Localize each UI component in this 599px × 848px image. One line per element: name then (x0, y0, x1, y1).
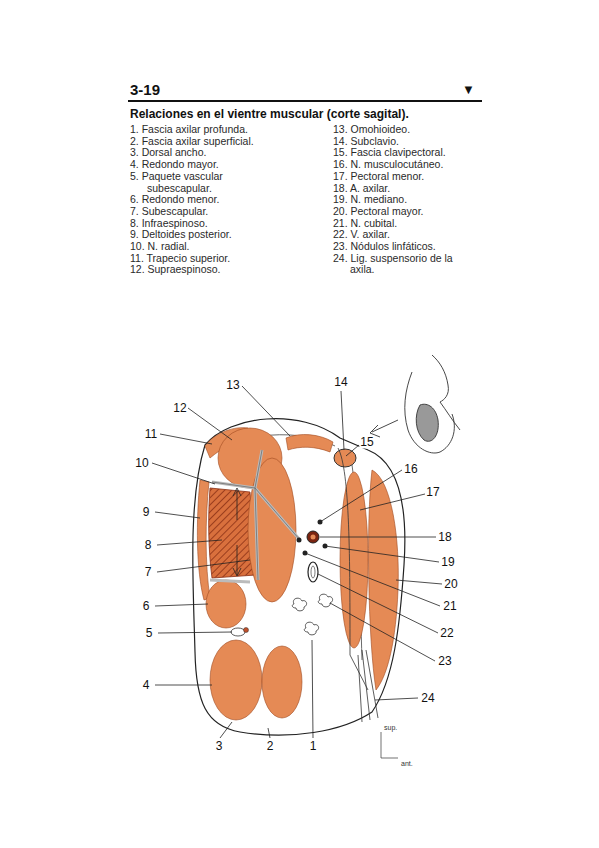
legend-entry: 22. V. axilar. (333, 229, 390, 241)
callout-number: 6 (142, 600, 151, 613)
callout-number: 18 (437, 531, 452, 544)
legend-entry: 12. Supraespinoso. (130, 264, 220, 276)
legend-entry: 11. Trapecio superior. (130, 253, 230, 265)
callout-number: 14 (333, 376, 348, 389)
callout-number: 19 (440, 556, 455, 569)
legend-entry: 10. N. radial. (130, 241, 190, 253)
callout-number: 24 (420, 692, 435, 705)
callout-number: 7 (144, 566, 153, 579)
callout-number: 10 (134, 457, 149, 470)
legend-entry: 20. Pectoral mayor. (333, 206, 423, 218)
legend-entry: 3. Dorsal ancho. (130, 147, 206, 159)
callout-number: 13 (225, 379, 240, 392)
legend-entry: 21. N. cubital. (333, 218, 397, 230)
axis-label: sup. (384, 724, 397, 731)
legend-entry: 18. A. axilar. (333, 183, 390, 195)
callout-number: 4 (142, 679, 151, 692)
legend-entry: 24. Lig. suspensorio de la axila. (333, 253, 470, 276)
legend-entry: 23. Nódulos linfáticos. (333, 241, 436, 253)
legend-entry: 7. Subescapular. (130, 206, 214, 218)
callout-number: 20 (443, 578, 458, 591)
figure-number: 3-19 (130, 81, 160, 98)
figure-title: Relaciones en el vientre muscular (corte… (130, 107, 409, 121)
legend-entry: 9. Deltoides posterior. (130, 229, 232, 241)
callout-number: 11 (144, 428, 158, 441)
callout-number: 12 (172, 402, 187, 415)
page-marker: ▼ (462, 82, 475, 97)
legend-entry: 16. N. musculocutáneo. (333, 159, 443, 171)
callout-number: 16 (403, 463, 418, 476)
callout-number: 1 (309, 740, 318, 753)
legend-entry: 2. Fascia axilar superficial. (130, 136, 254, 148)
legend-entry: 14. Subclavio. (333, 136, 399, 148)
legend-entry: 15. Fascia clavipectoral. (333, 147, 446, 159)
legend-entry: 6. Redondo menor. (130, 194, 219, 206)
legend-entry: 19. N. mediano. (333, 194, 407, 206)
callout-number: 3 (215, 740, 224, 753)
axis-label: ant. (401, 760, 413, 767)
callout-number: 23 (437, 655, 452, 668)
callout-number: 5 (145, 627, 154, 640)
callout-number: 2 (266, 740, 275, 753)
legend-entry: 1. Fascia axilar profunda. (130, 124, 248, 136)
legend-entry: 4. Redondo mayor. (130, 159, 219, 171)
callout-number: 15 (359, 436, 374, 449)
callout-number: 9 (142, 506, 151, 519)
callout-number: 22 (439, 627, 454, 640)
legend-entry: 13. Omohioideo. (333, 124, 410, 136)
legend-entry: 8. Infraespinoso. (130, 218, 213, 230)
legend-entry: 17. Pectoral menor. (333, 171, 424, 183)
callout-number: 8 (144, 539, 153, 552)
legend-entry: 5. Paquete vascular subescapular. (130, 171, 257, 194)
callout-number: 21 (442, 600, 457, 613)
callout-number: 17 (425, 486, 440, 499)
